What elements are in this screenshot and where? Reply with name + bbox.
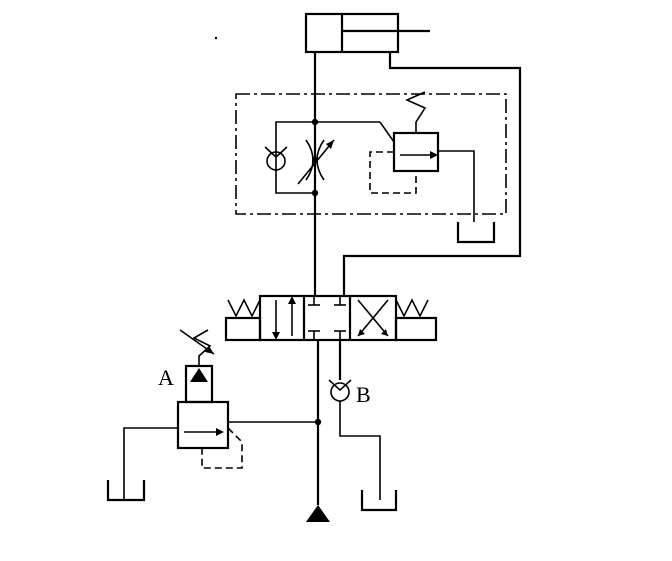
arrow-cross-2	[357, 299, 389, 337]
flow-control-valve-assembly	[235, 91, 507, 222]
check-valve-b	[328, 340, 381, 500]
directional-control-valve	[224, 294, 438, 342]
valve-body	[258, 294, 398, 342]
pilot-line	[369, 151, 417, 194]
pump-source-icon	[306, 505, 330, 522]
relief-pilot-drain	[201, 427, 243, 469]
spring-left-icon	[227, 298, 261, 318]
spring-right-icon	[395, 298, 429, 318]
component-boundary	[235, 93, 507, 215]
relief-valve	[176, 329, 243, 469]
junction-dot	[311, 189, 319, 197]
compensator-spring-icon	[405, 91, 427, 133]
hydraulic-cylinder	[304, 12, 430, 54]
check-valve-seat-icon	[264, 146, 288, 159]
relief-valve-body	[176, 400, 230, 450]
rod-side-line	[342, 52, 522, 296]
check-valve-b-ball-icon	[330, 382, 350, 402]
check-valve-ball-icon	[266, 151, 286, 171]
cylinder-barrel	[304, 12, 400, 54]
relief-tank-line	[123, 427, 178, 500]
label-port-a: A	[158, 365, 174, 390]
tank-symbol-upper	[456, 222, 496, 244]
junction-dot	[314, 418, 322, 426]
tank-symbol-left	[106, 480, 146, 502]
solenoid-left	[224, 316, 262, 342]
stray-dot	[214, 36, 218, 40]
label-port-b: B	[356, 382, 371, 407]
solenoid-right	[394, 316, 438, 342]
junction-dot	[311, 118, 319, 126]
relief-spring-icon	[192, 329, 212, 366]
junction-dot	[312, 157, 318, 163]
tank-symbol-right	[360, 490, 398, 512]
